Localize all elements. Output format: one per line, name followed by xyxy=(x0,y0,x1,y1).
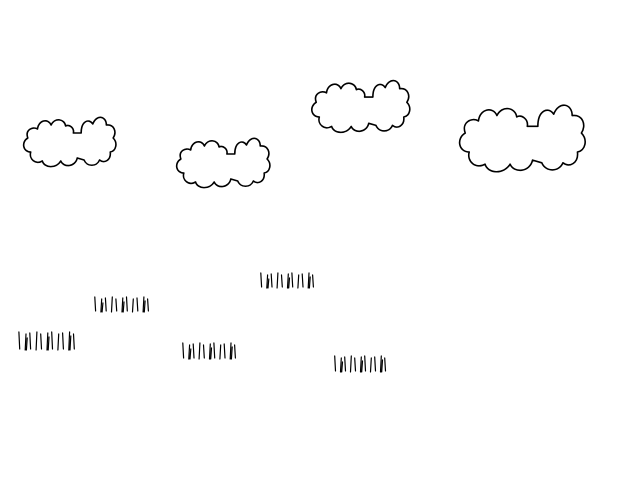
grass-tuft-icon xyxy=(260,272,314,289)
grass-tuft-icon xyxy=(94,296,149,313)
cloud-icon xyxy=(460,105,586,172)
cloud-icon xyxy=(177,138,270,187)
grass-tuft-icon xyxy=(334,355,387,373)
grass-layer xyxy=(18,272,387,373)
grass-tuft-icon xyxy=(18,331,75,351)
cloud-icon xyxy=(24,117,116,166)
grass-tuft-icon xyxy=(182,342,236,360)
cloud-icon xyxy=(312,81,410,133)
clouds-layer xyxy=(24,81,586,188)
